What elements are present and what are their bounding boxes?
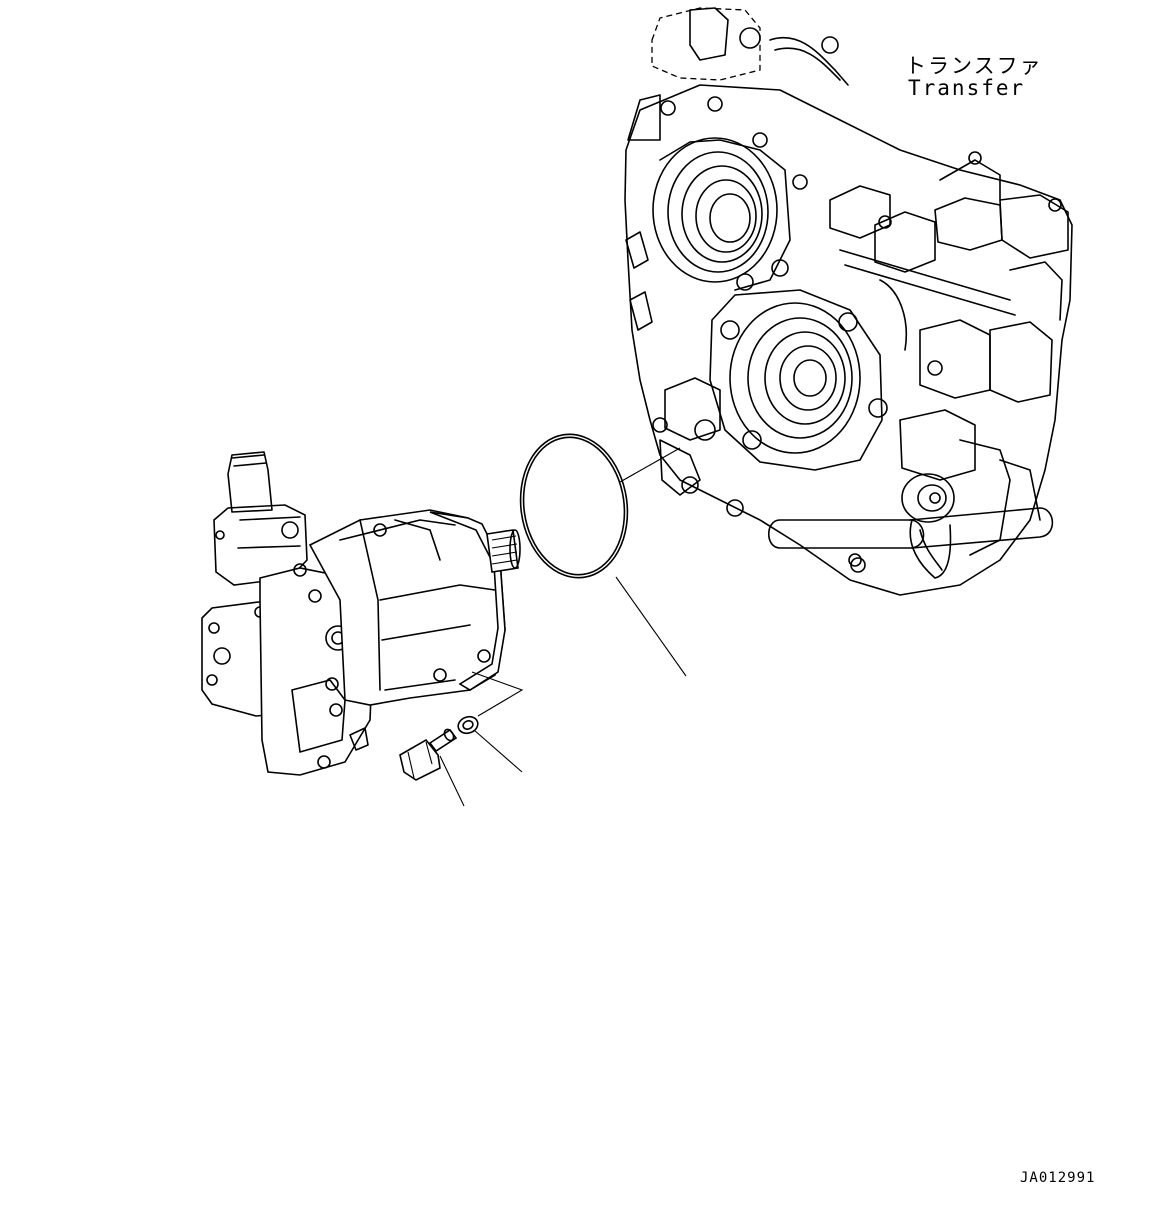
washer bbox=[456, 714, 480, 736]
output-shaft bbox=[487, 530, 520, 572]
upper-bearing-bore bbox=[653, 138, 790, 290]
transfer-housing bbox=[625, 8, 1072, 595]
mounting-bolt bbox=[400, 728, 456, 780]
lower-bearing-bore bbox=[710, 290, 887, 470]
o-ring bbox=[511, 427, 636, 584]
drawing-code: JA012991 bbox=[1020, 1170, 1096, 1186]
transfer-label-japanese: トランスファ bbox=[905, 54, 1043, 78]
filler-cap bbox=[902, 474, 954, 578]
hydraulic-motor bbox=[202, 452, 520, 775]
leader-lines bbox=[440, 448, 686, 806]
transfer-label-english: Transfer bbox=[908, 76, 1026, 100]
